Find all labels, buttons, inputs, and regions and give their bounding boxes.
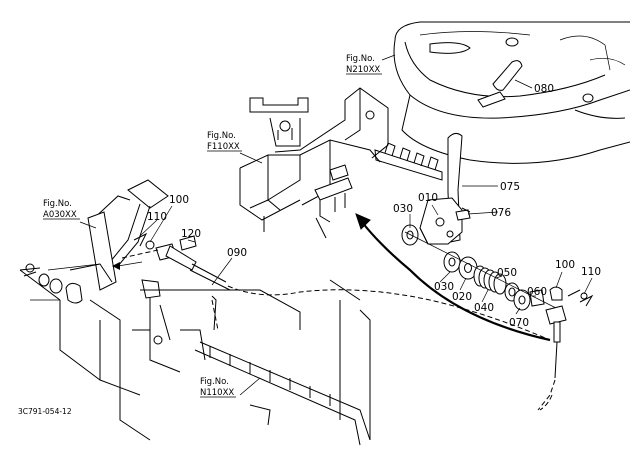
part-label-080: 080 xyxy=(534,83,554,95)
part-label-070: 070 xyxy=(509,317,529,329)
assembly-arrow xyxy=(355,213,551,342)
throttle-lever-assembly xyxy=(401,132,594,379)
part-label-060: 060 xyxy=(527,286,547,298)
fig-ref-n110: Fig.No. N110XX xyxy=(200,377,236,398)
fig-ref-f110-line2: F110XX xyxy=(207,142,240,152)
part-label-100-left: 100 xyxy=(169,194,189,206)
part-label-076: 076 xyxy=(491,207,511,219)
part-label-050: 050 xyxy=(497,267,517,279)
fig-ref-f110: Fig.No. F110XX xyxy=(207,131,242,152)
fig-ref-a030-line2: A030XX xyxy=(43,210,77,220)
seat-fender-assembly xyxy=(393,21,630,164)
drawing-code: 3C791-054-12 xyxy=(18,407,72,416)
fig-ref-n210-line1: Fig.No. xyxy=(346,54,375,64)
part-label-040: 040 xyxy=(474,302,494,314)
part-label-010: 010 xyxy=(418,192,438,204)
part-number-labels: 080 075 010 030 076 030 020 040 050 060 … xyxy=(147,83,601,329)
part-label-110-left: 110 xyxy=(147,211,167,223)
fig-ref-n110-line1: Fig.No. xyxy=(200,377,229,387)
part-label-090: 090 xyxy=(227,247,247,259)
part-label-075: 075 xyxy=(500,181,520,193)
part-label-020: 020 xyxy=(452,291,472,303)
fig-ref-n210: Fig.No. N210XX xyxy=(346,54,382,75)
chassis-frame xyxy=(30,279,371,446)
fig-ref-n210-line2: N210XX xyxy=(346,65,380,75)
part-label-030-bottom: 030 xyxy=(434,281,454,293)
throttle-cable xyxy=(211,285,556,411)
leader-lines xyxy=(79,54,593,396)
fig-ref-f110-line1: Fig.No. xyxy=(207,131,236,141)
part-label-110-right: 110 xyxy=(581,266,601,278)
frame-bracket xyxy=(239,87,443,239)
fig-ref-a030: Fig.No. A030XX xyxy=(43,199,80,220)
part-label-030-top: 030 xyxy=(393,203,413,215)
part-label-100-right: 100 xyxy=(555,259,575,271)
part-label-120: 120 xyxy=(181,228,201,240)
pedal-arrow xyxy=(112,261,143,270)
pedal-assembly xyxy=(19,179,231,304)
fig-ref-n110-line2: N110XX xyxy=(200,388,234,398)
fig-ref-a030-line1: Fig.No. xyxy=(43,199,72,209)
